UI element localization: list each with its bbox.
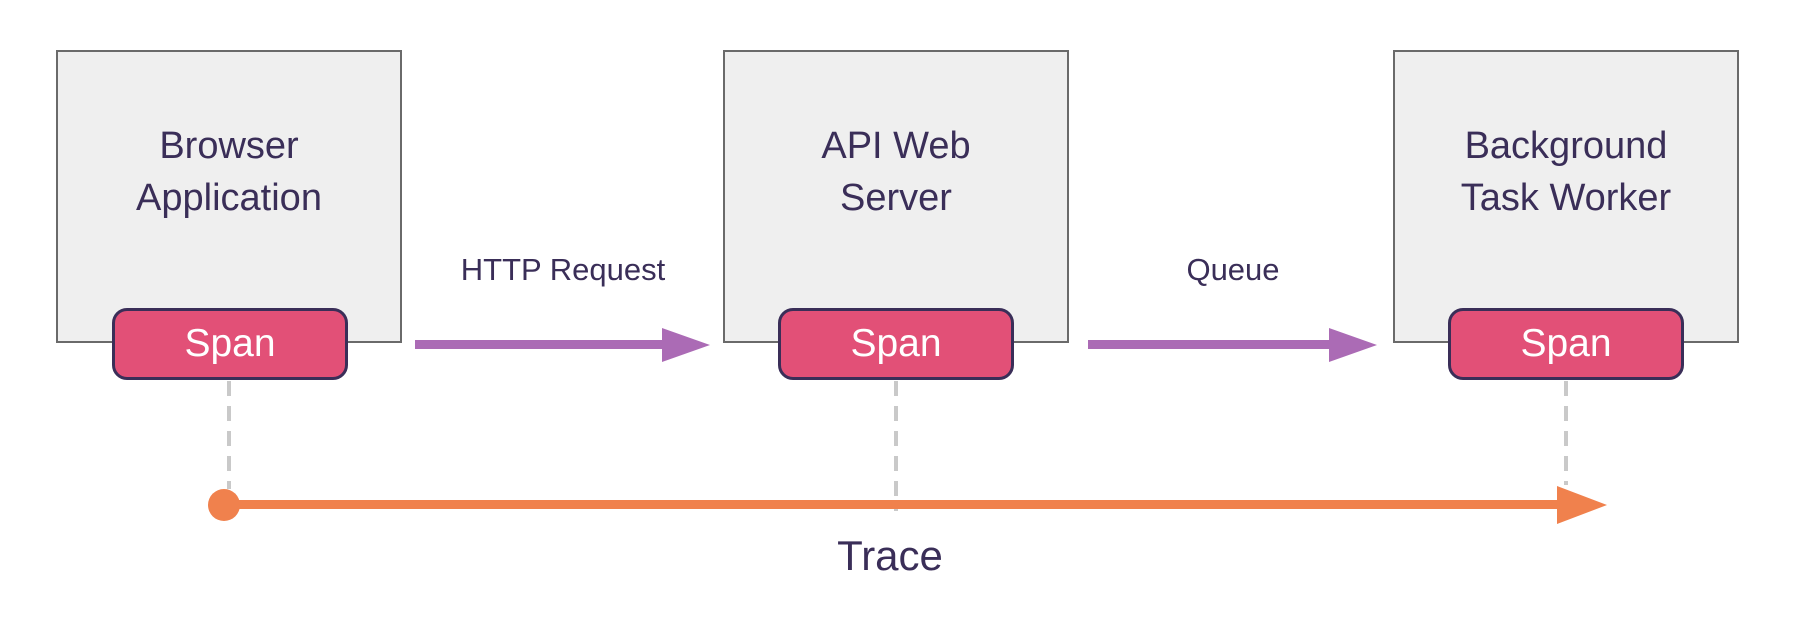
node-title-line: Application [136, 176, 322, 219]
node-background-task-worker: Background Task Worker [1393, 50, 1739, 343]
node-title-line: Browser [159, 125, 299, 168]
node-title: Background Task Worker [1461, 121, 1671, 272]
span-dropline [1564, 381, 1568, 485]
trace-arrowhead-icon [1557, 486, 1607, 524]
span-badge-browser: Span [112, 308, 348, 380]
node-title: Browser Application [136, 121, 322, 272]
trace-timeline-arrow [224, 500, 1560, 509]
node-title-line: API Web [821, 125, 971, 168]
span-badge-api: Span [778, 308, 1014, 380]
edge-label-queue: Queue [1186, 252, 1280, 287]
edge-arrowhead-icon [662, 328, 710, 362]
node-title: API Web Server [821, 121, 970, 272]
edge-arrowhead-icon [1329, 328, 1377, 362]
trace-start-dot [208, 489, 240, 521]
node-browser-application: Browser Application [56, 50, 402, 343]
node-title-line: Background [1464, 125, 1668, 168]
trace-label: Trace [837, 532, 943, 579]
span-dropline [894, 381, 898, 511]
node-api-web-server: API Web Server [723, 50, 1069, 343]
span-dropline [227, 381, 231, 489]
node-title-line: Task Worker [1460, 176, 1672, 219]
node-title-line: Server [840, 176, 952, 219]
edge-label-http-request: HTTP Request [460, 252, 666, 287]
edge-arrow-queue [1088, 340, 1332, 349]
span-badge-worker: Span [1448, 308, 1684, 380]
edge-arrow-http-request [415, 340, 665, 349]
